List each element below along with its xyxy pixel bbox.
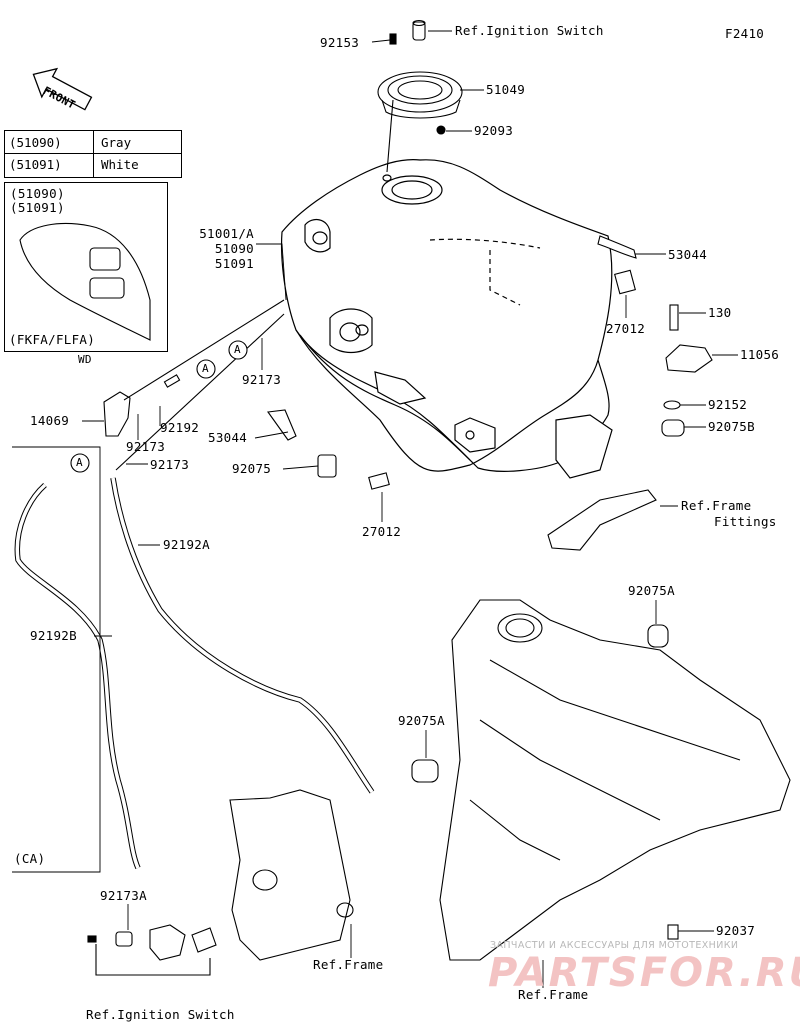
part-92173: 92173 <box>150 457 190 472</box>
ref-frame-right: Ref.Frame <box>518 987 589 1002</box>
ignition-switch-bracket <box>87 924 217 976</box>
part-51049: 51049 <box>486 82 526 97</box>
inset-box <box>4 182 168 352</box>
legend-color: Gray <box>101 135 132 150</box>
part-92152: 92152 <box>708 397 748 412</box>
circle-marker-label: A <box>202 362 209 375</box>
legend-code: (51090) <box>9 135 62 150</box>
part-92173a: 92173A <box>100 888 147 903</box>
part-92192b: 92192B <box>30 628 77 643</box>
part-92075a-mid: 92075A <box>398 713 445 728</box>
part-130: 130 <box>708 305 732 320</box>
circle-marker-icon <box>70 340 248 473</box>
watermark-brand: PARTSFOR.RU <box>488 950 800 996</box>
ca-label: (CA) <box>14 851 46 866</box>
color-legend-table: (51090) Gray (51091) White <box>4 130 182 178</box>
front-arrow-icon <box>32 67 93 111</box>
circle-marker-label: A <box>234 343 241 356</box>
part-14069: 14069 <box>30 413 70 428</box>
part-51001a: 51001/A <box>199 226 254 241</box>
leader-lines <box>82 30 738 988</box>
legend-row: (51090) Gray <box>5 131 181 153</box>
part-92192: 92192 <box>160 420 200 435</box>
ref-ignition-switch-bottom: Ref.Ignition Switch <box>86 1007 235 1022</box>
legend-row: (51091) White <box>5 153 181 175</box>
inset-code: (51091) <box>10 200 65 215</box>
part-92173: 92173 <box>242 372 282 387</box>
inset-code: (51090) <box>10 186 65 201</box>
part-92192a: 92192A <box>163 537 210 552</box>
part-92037: 92037 <box>716 923 756 938</box>
part-92173: 92173 <box>126 439 166 454</box>
part-92075b: 92075B <box>708 419 755 434</box>
breather-hoses <box>12 299 390 873</box>
ref-frame-fittings: Fittings <box>714 514 777 529</box>
part-53044-left: 53044 <box>208 430 248 445</box>
ref-ignition-switch-top: Ref.Ignition Switch <box>455 23 604 38</box>
figure-code: F2410 <box>725 26 765 41</box>
watermark-subtitle: ЗАПЧАСТИ И АКСЕССУАРЫ ДЛЯ МОТОТЕХНИКИ <box>490 940 739 951</box>
part-27012-right: 27012 <box>606 321 646 336</box>
part-92075: 92075 <box>232 461 272 476</box>
part-53044-right: 53044 <box>668 247 708 262</box>
fuel-tank <box>280 159 613 479</box>
ref-frame-fittings: Ref.Frame <box>681 498 752 513</box>
part-92093: 92093 <box>474 123 514 138</box>
part-92153: 92153 <box>320 35 360 50</box>
frame-assembly <box>229 599 791 961</box>
tank-right-hardware <box>547 235 713 551</box>
part-92075a-top: 92075A <box>628 583 675 598</box>
circle-marker-label: A <box>76 456 83 469</box>
part-51090: 51090 <box>214 241 254 256</box>
part-11056: 11056 <box>740 347 780 362</box>
part-27012-bottom: 27012 <box>362 524 402 539</box>
part-51091: 51091 <box>214 256 254 271</box>
inset-tank-pad <box>19 223 151 341</box>
ref-frame-left: Ref.Frame <box>313 957 384 972</box>
legend-color: White <box>101 157 139 172</box>
inset-caption: WD <box>78 353 92 366</box>
legend-code: (51091) <box>9 157 62 172</box>
fuel-cap-51049 <box>377 19 463 173</box>
inset-models: (FKFA/FLFA) <box>9 332 96 347</box>
